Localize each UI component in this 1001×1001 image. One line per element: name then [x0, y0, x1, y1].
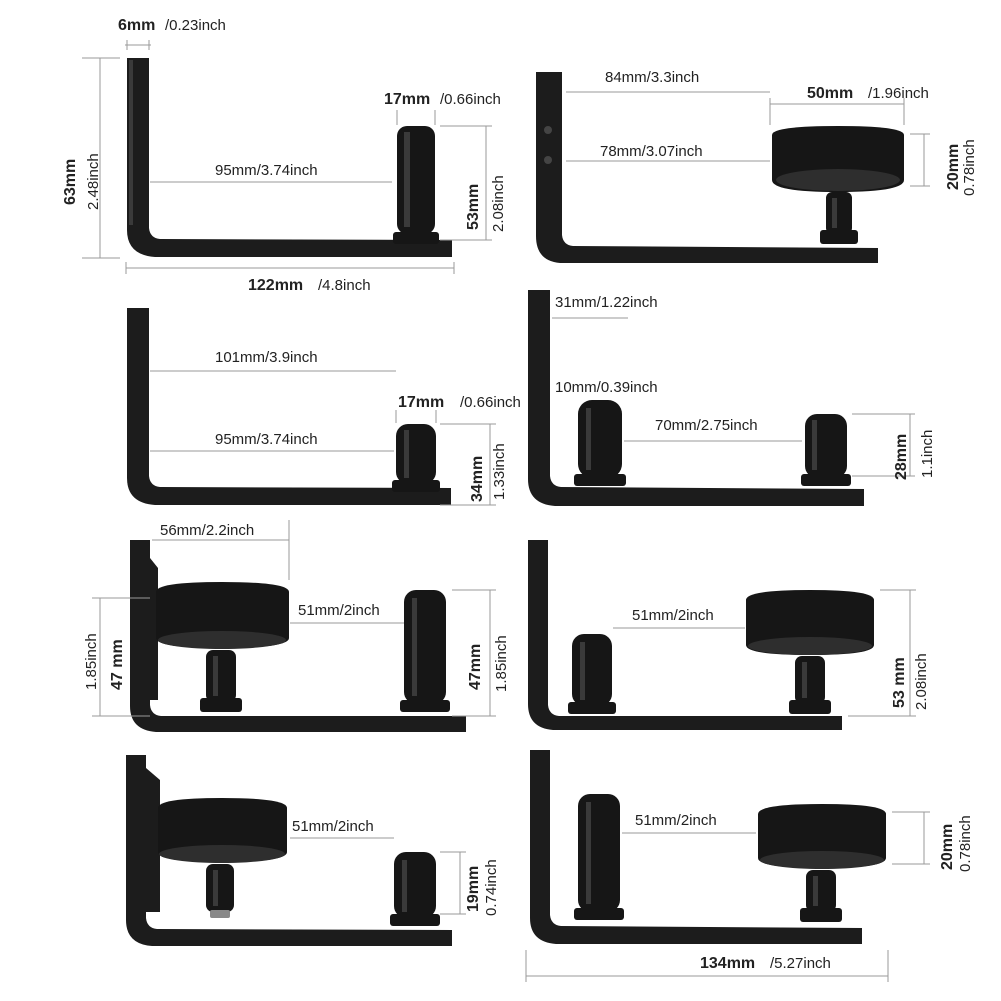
panel-7-guide: 51mm/2inch 19mm 0.74inch — [126, 755, 500, 946]
label-31mm: 31mm/1.22inch — [555, 294, 658, 311]
wheel — [746, 590, 874, 714]
panel-4-guide: 31mm/1.22inch 10mm/0.39inch 70mm/2.75inc… — [528, 290, 936, 506]
roller-post — [392, 424, 440, 492]
label-70mm: 70mm/2.75inch — [655, 417, 758, 434]
roller-post-left — [574, 400, 626, 486]
roller-post — [574, 794, 624, 920]
label-20mm: 20mm — [945, 144, 962, 190]
label-56mm: 56mm/2.2inch — [160, 522, 254, 539]
label-208inch: 2.08inch — [913, 653, 930, 710]
wheel — [158, 798, 287, 918]
roller-post-right — [801, 414, 851, 486]
label-074inch: 0.74inch — [483, 859, 500, 916]
wheel — [758, 804, 886, 922]
label-17mm: 17mm — [384, 91, 430, 108]
label-122mm: 122mm — [248, 277, 303, 294]
label-51mm: 51mm/2inch — [298, 602, 380, 619]
label-47mm: 47mm — [467, 644, 484, 690]
label-47mm: 47 mm — [109, 639, 126, 690]
label-078inch: 0.78inch — [961, 139, 978, 196]
roller-post — [393, 126, 439, 244]
label-133inch: 1.33inch — [491, 443, 508, 500]
label-196inch: /1.96inch — [868, 85, 929, 102]
panel-6-guide: 51mm/2inch 53 mm 2.08inch — [528, 540, 930, 730]
panel-8-guide: 51mm/2inch 20mm 0.78inch 134mm /5.27inch — [525, 750, 974, 982]
label-51mm: 51mm/2inch — [632, 607, 714, 624]
label-51mm: 51mm/2inch — [292, 818, 374, 835]
label-066inch: /0.66inch — [460, 394, 521, 411]
label-95mm: 95mm/3.74inch — [215, 162, 318, 179]
label-53mm: 53mm — [465, 184, 482, 230]
bracket-highlight — [129, 60, 133, 225]
label-101mm: 101mm/3.9inch — [215, 349, 318, 366]
label-185inch: 1.85inch — [83, 633, 100, 690]
label-28mm: 28mm — [893, 434, 910, 480]
label-20mm: 20mm — [939, 824, 956, 870]
label-17mm: 17mm — [398, 394, 444, 411]
wheel — [156, 582, 289, 712]
label-78mm: 78mm/3.07inch — [600, 143, 703, 160]
panel-3-guide: 101mm/3.9inch 95mm/3.74inch 17mm /0.66in… — [127, 308, 521, 506]
label-51mm: 51mm/2inch — [635, 812, 717, 829]
label-19mm: 19mm — [465, 866, 482, 912]
roller-post — [400, 590, 450, 712]
label-34mm: 34mm — [469, 456, 486, 502]
panel-5-guide: 56mm/2.2inch 51mm/2inch 1.85inch 47 mm 4… — [83, 520, 510, 732]
label-208inch: 2.08inch — [490, 175, 507, 232]
label-53mm: 53 mm — [891, 657, 908, 708]
label-248inch: 2.48inch — [85, 153, 102, 210]
label-50mm: 50mm — [807, 85, 853, 102]
label-527inch: /5.27inch — [770, 955, 831, 972]
label-023inch: /0.23inch — [165, 17, 226, 34]
label-066inch: /0.66inch — [440, 91, 501, 108]
roller-post — [390, 852, 440, 926]
roller-post — [568, 634, 616, 714]
label-134mm: 134mm — [700, 955, 755, 972]
label-84mm: 84mm/3.3inch — [605, 69, 699, 86]
wheel — [772, 126, 904, 244]
label-48inch: /4.8inch — [318, 277, 371, 294]
label-95mm: 95mm/3.74inch — [215, 431, 318, 448]
panel-1-guide: 6mm /0.23inch 63mm 2.48inch 95mm/3.74inc… — [62, 17, 507, 294]
label-078inch: 0.78inch — [957, 815, 974, 872]
label-11inch: 1.1inch — [919, 430, 936, 478]
label-10mm: 10mm/0.39inch — [555, 379, 658, 396]
panel-2-guide: 84mm/3.3inch 78mm/3.07inch 50mm /1.96inc… — [536, 69, 978, 263]
label-63mm: 63mm — [62, 159, 79, 205]
label-6mm: 6mm — [118, 17, 155, 34]
label-185inch: 1.85inch — [493, 635, 510, 692]
